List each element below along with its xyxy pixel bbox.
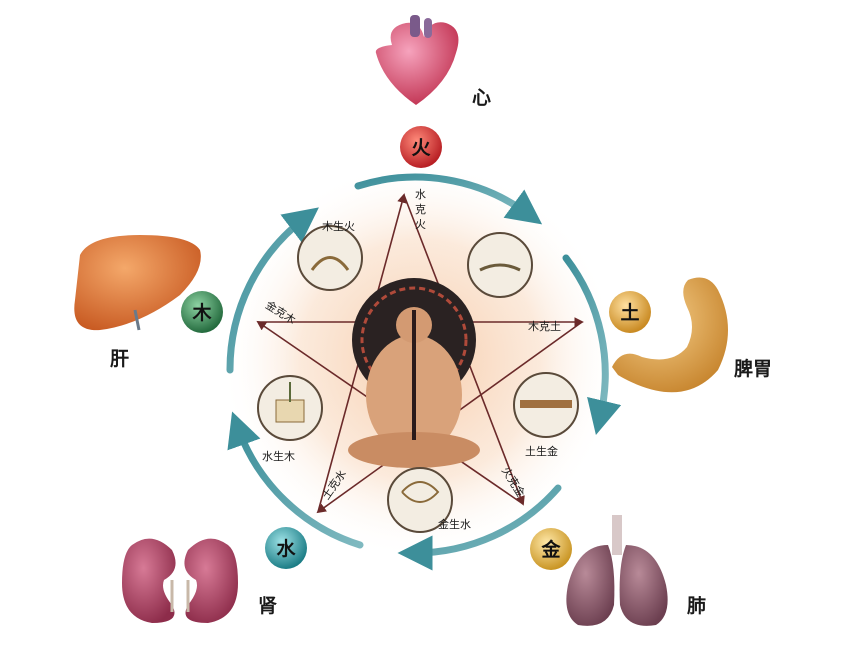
ring-arc-fire-earth bbox=[354, 173, 543, 225]
ring-arc-earth-metal bbox=[562, 254, 622, 436]
metal-water-image bbox=[387, 467, 453, 533]
element-wood-char: 木 bbox=[191, 301, 212, 324]
liver-organ bbox=[74, 235, 201, 331]
organ-spleen-stomach-label: 脾胃 bbox=[733, 357, 772, 380]
label-water-fire-2: 克 bbox=[415, 203, 426, 216]
element-fire: 火 bbox=[400, 126, 442, 168]
organ-liver-label: 肝 bbox=[110, 348, 129, 370]
element-water-char: 水 bbox=[276, 538, 296, 560]
label-earth-metal: 土生金 bbox=[525, 444, 558, 458]
heart-organ bbox=[375, 15, 459, 105]
generating-cycle-ring bbox=[226, 173, 622, 571]
label-water-fire-1: 水 bbox=[415, 188, 426, 201]
element-fire-char: 火 bbox=[411, 137, 431, 159]
ring-arc-wood-fire bbox=[226, 207, 319, 374]
meditating-figure bbox=[348, 278, 480, 468]
label-wood-earth: 木克土 bbox=[528, 320, 561, 333]
kidneys-organ bbox=[122, 538, 238, 623]
label-metal-water: 金生水 bbox=[438, 517, 471, 531]
organ-heart-label: 心 bbox=[472, 87, 491, 109]
element-wood: 木 bbox=[181, 291, 223, 333]
stomach-organ bbox=[612, 277, 728, 393]
label-wood-fire: 木生火 bbox=[322, 219, 355, 233]
ring-arc-metal-water bbox=[397, 484, 562, 571]
ring-arc-water-wood bbox=[227, 411, 364, 549]
organ-kidney-label: 肾 bbox=[258, 595, 277, 617]
lungs-organ bbox=[566, 515, 668, 626]
generating-images bbox=[257, 225, 579, 533]
element-metal: 金 bbox=[530, 528, 572, 570]
label-water-fire-3: 火 bbox=[415, 218, 426, 231]
element-water: 水 bbox=[265, 527, 307, 569]
element-earth-char: 土 bbox=[620, 302, 639, 324]
organ-lung-label: 肺 bbox=[687, 595, 706, 617]
label-water-wood: 水生木 bbox=[262, 449, 295, 463]
element-earth: 土 bbox=[609, 291, 651, 333]
element-metal-char: 金 bbox=[540, 538, 561, 561]
